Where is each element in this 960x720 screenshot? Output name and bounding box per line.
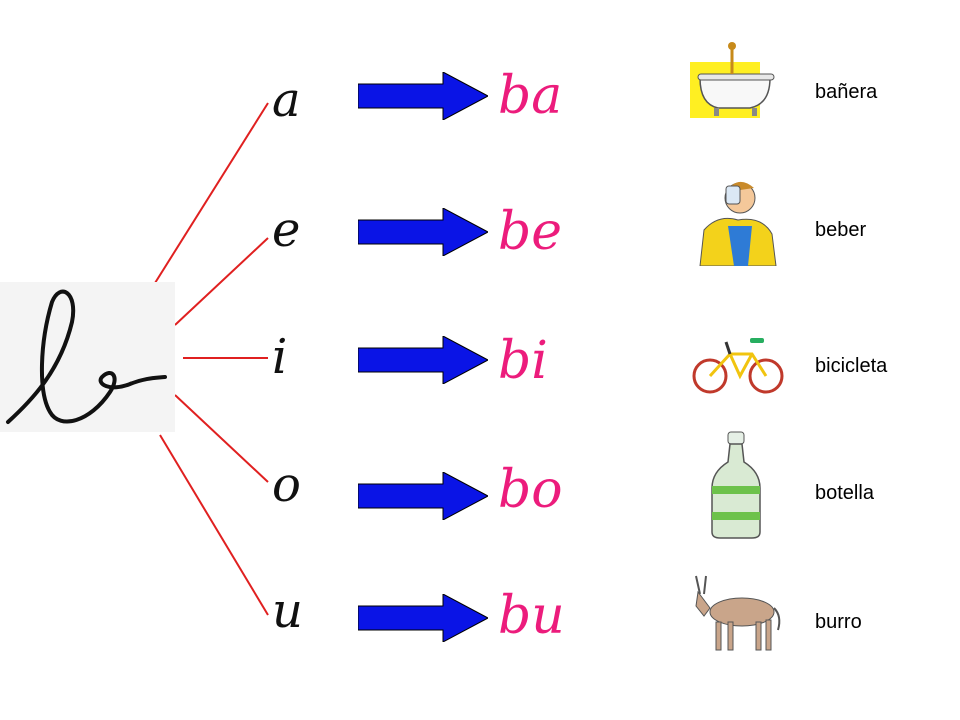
arrow-icon bbox=[358, 594, 488, 642]
connector-line-u bbox=[159, 434, 269, 616]
vowel-u: u bbox=[272, 583, 303, 639]
syllable-bi: bi bbox=[498, 331, 548, 391]
bathtub-icon bbox=[690, 42, 775, 118]
big-letter-b bbox=[0, 282, 175, 432]
syllable-ba: ba bbox=[498, 66, 563, 126]
word-botella: botella bbox=[815, 482, 874, 504]
bicycle-icon bbox=[692, 338, 784, 394]
syllable-bu: bu bbox=[498, 586, 565, 646]
word-bicicleta: bicicleta bbox=[815, 355, 888, 377]
arrow-icon bbox=[358, 208, 488, 256]
donkey-icon bbox=[695, 575, 781, 651]
syllable-be: be bbox=[498, 202, 563, 262]
arrow-icon bbox=[358, 472, 488, 520]
connector-line-o bbox=[174, 394, 269, 483]
arrow-icon bbox=[358, 336, 488, 384]
vowel-a: a bbox=[272, 72, 301, 128]
arrow-icon bbox=[358, 72, 488, 120]
connector-line-a bbox=[154, 102, 269, 284]
vowel-i: i bbox=[272, 329, 288, 385]
word-banera: bañera bbox=[815, 81, 878, 103]
connector-line-e bbox=[174, 237, 269, 326]
vowel-e: e bbox=[272, 202, 301, 258]
syllable-bo: bo bbox=[498, 460, 563, 520]
bottle-icon bbox=[711, 431, 761, 539]
drinking-boy-icon bbox=[699, 181, 777, 266]
vowel-o: o bbox=[272, 457, 301, 513]
word-burro: burro bbox=[815, 611, 862, 633]
word-beber: beber bbox=[815, 219, 867, 241]
